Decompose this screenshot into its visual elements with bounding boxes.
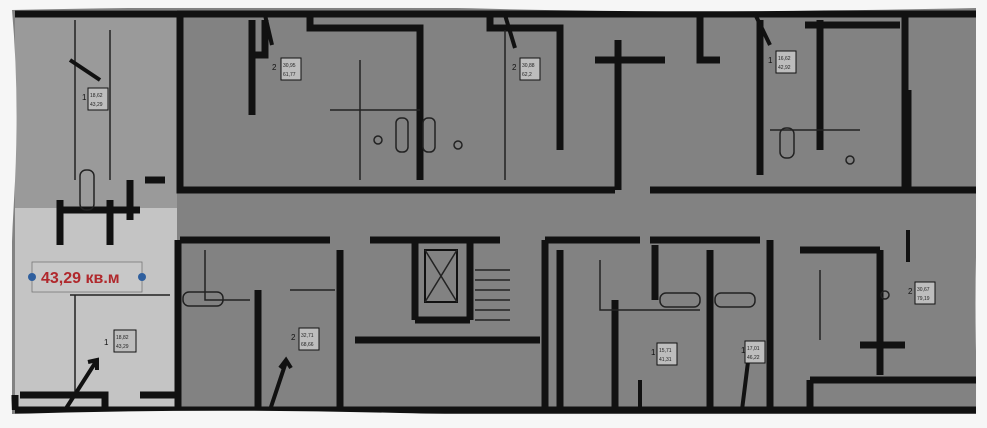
apartment-label: 2 30,67 79,19 xyxy=(908,281,936,305)
callout-marker-right xyxy=(138,273,146,281)
apartment-label: 1 17,01 46,22 xyxy=(741,340,766,364)
svg-text:2: 2 xyxy=(512,63,517,72)
svg-text:61,77: 61,77 xyxy=(283,72,296,78)
svg-text:79,19: 79,19 xyxy=(917,296,930,302)
callout-marker-left xyxy=(28,273,36,281)
svg-text:30,95: 30,95 xyxy=(283,63,296,69)
staircase xyxy=(424,249,510,321)
apartment-label: 1 18,62 43,29 xyxy=(82,87,109,111)
apartment-label: 2 30,88 62,2 xyxy=(512,57,541,81)
svg-text:15,71: 15,71 xyxy=(659,348,672,354)
thin-partitions xyxy=(70,20,860,395)
apartment-label: 1 16,62 42,92 xyxy=(768,50,797,74)
svg-text:1: 1 xyxy=(104,338,109,347)
svg-text:68,66: 68,66 xyxy=(301,342,314,348)
area-callout: 43,29 кв.м xyxy=(28,261,146,293)
svg-text:41,31: 41,31 xyxy=(659,357,672,363)
svg-text:1: 1 xyxy=(651,348,656,357)
svg-text:43,29: 43,29 xyxy=(116,344,129,350)
walls xyxy=(11,10,976,414)
svg-text:32,71: 32,71 xyxy=(301,333,314,339)
entrance-arrows xyxy=(63,13,910,412)
apartment-label: 2 30,95 61,77 xyxy=(272,57,302,81)
svg-text:2: 2 xyxy=(291,333,296,342)
svg-text:2: 2 xyxy=(272,63,277,72)
svg-text:18,62: 18,62 xyxy=(90,93,103,99)
svg-text:1: 1 xyxy=(741,346,746,355)
svg-text:2: 2 xyxy=(908,287,913,296)
svg-text:1: 1 xyxy=(768,56,773,65)
svg-text:18,82: 18,82 xyxy=(116,335,129,341)
svg-text:30,67: 30,67 xyxy=(917,287,930,293)
svg-text:43,29: 43,29 xyxy=(90,102,103,108)
bathroom-fixtures xyxy=(79,117,890,308)
area-label: 43,29 кв.м xyxy=(41,270,120,287)
svg-text:1: 1 xyxy=(82,93,87,102)
apartment-label: 2 32,71 68,66 xyxy=(291,327,320,351)
svg-text:62,2: 62,2 xyxy=(522,72,532,78)
apartment-label: 1 15,71 41,31 xyxy=(651,342,678,366)
highlighted-apartment xyxy=(15,208,177,413)
apartment-label: 1 18,82 43,29 xyxy=(104,329,137,353)
svg-text:16,62: 16,62 xyxy=(778,56,791,62)
svg-text:46,22: 46,22 xyxy=(747,355,760,361)
svg-text:30,88: 30,88 xyxy=(522,63,535,69)
svg-text:42,92: 42,92 xyxy=(778,65,791,71)
svg-text:17,01: 17,01 xyxy=(747,346,760,352)
